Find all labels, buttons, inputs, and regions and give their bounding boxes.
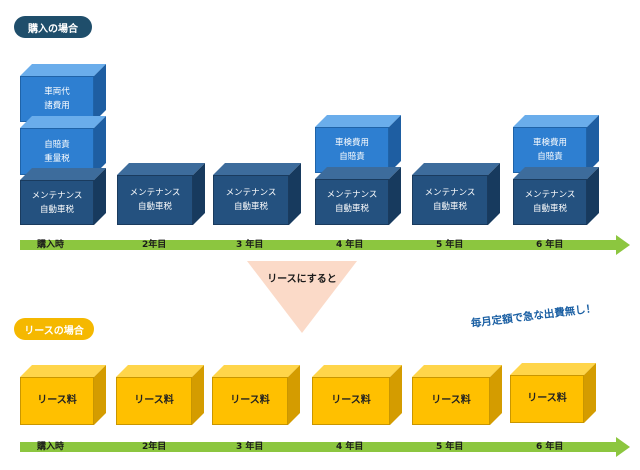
cube-line: 自動車税: [39, 204, 74, 215]
purchase-tick: 5 年目: [436, 240, 464, 250]
lease-tick: 6 年目: [536, 442, 564, 452]
cube-line: メンテナンス: [31, 190, 83, 201]
cube-purchase-maintenance-y1: メンテナンス 自動車税: [20, 168, 106, 225]
cube-lease-fee-y6: リース料: [510, 363, 596, 423]
cube-purchase-maintenance-y2: メンテナンス 自動車税: [117, 163, 205, 225]
purchase-tick: 3 年目: [236, 240, 264, 250]
lease-tick: 4 年目: [336, 442, 364, 452]
lease-timeline-arrow: [20, 437, 630, 457]
cube-purchase-maintenance-y6: メンテナンス 自動車税: [513, 167, 599, 225]
cube-line: 自動車税: [334, 204, 369, 214]
cube-line: 自動車税: [432, 202, 467, 212]
purchase-heading: 購入の場合: [28, 23, 78, 35]
purchase-tick: 4 年目: [336, 240, 364, 250]
cube-line: 自賠責: [537, 152, 563, 162]
cube-line: メンテナンス: [129, 188, 181, 198]
cube-purchase-insurance-weight-tax: 自賠責 重量税: [20, 116, 106, 175]
cube-line: 車検費用: [334, 138, 369, 148]
lease-heading: リースの場合: [24, 325, 84, 337]
cube-line: リース料: [230, 395, 270, 406]
cube-line: 諸費用: [44, 101, 70, 111]
cube-lease-fee-y2: リース料: [116, 365, 204, 425]
purchase-timeline-arrow: [20, 235, 630, 255]
cube-purchase-maintenance-y3: メンテナンス 自動車税: [213, 163, 301, 225]
cube-line: リース料: [134, 395, 174, 406]
cube-lease-fee-y5: リース料: [412, 365, 502, 425]
cube-line: メンテナンス: [225, 188, 277, 198]
cube-lease-fee-y1: リース料: [20, 365, 106, 425]
lease-tick: 3 年目: [236, 442, 264, 452]
purchase-tick: 2年目: [142, 240, 167, 250]
cube-line: リース料: [37, 395, 77, 406]
cube-line: 自動車税: [233, 202, 268, 212]
purchase-tick: 6 年目: [536, 240, 564, 250]
lease-heading-badge: リースの場合: [14, 318, 94, 340]
cube-purchase-maintenance-y4: メンテナンス 自動車税: [315, 167, 401, 225]
cube-line: 自動車税: [137, 202, 172, 212]
cube-line: メンテナンス: [424, 188, 476, 198]
lease-tick: 5 年目: [436, 442, 464, 452]
purchase-tick: 購入時: [37, 240, 65, 250]
cube-purchase-inspection-y4: 車検費用 自賠責: [315, 115, 401, 173]
lease-tick: 2年目: [142, 442, 167, 452]
cube-lease-fee-y3: リース料: [212, 365, 300, 425]
lease-slogan: 毎月定額で急な出費無し！: [470, 302, 597, 330]
cube-purchase-maintenance-y5: メンテナンス 自動車税: [412, 163, 500, 225]
cube-line: 車検費用: [532, 138, 567, 148]
cube-purchase-vehicle-cost: 車両代 諸費用: [20, 64, 106, 122]
cube-line: 重量税: [44, 153, 70, 164]
cube-line: リース料: [331, 395, 371, 406]
cube-line: 自賠責: [44, 139, 70, 150]
cube-line: リース料: [527, 393, 567, 404]
lease-tick: 購入時: [37, 442, 65, 452]
cube-line: 自動車税: [532, 204, 567, 214]
purchase-heading-badge: 購入の場合: [14, 16, 92, 38]
cube-lease-fee-y4: リース料: [312, 365, 402, 425]
cube-purchase-inspection-y6: 車検費用 自賠責: [513, 115, 599, 173]
cube-line: メンテナンス: [326, 190, 378, 200]
cube-line: リース料: [431, 395, 471, 406]
transition-label: リースにすると: [267, 274, 337, 285]
cube-line: 自賠責: [339, 152, 365, 162]
cube-line: 車両代: [44, 87, 70, 97]
cube-line: メンテナンス: [524, 190, 576, 200]
